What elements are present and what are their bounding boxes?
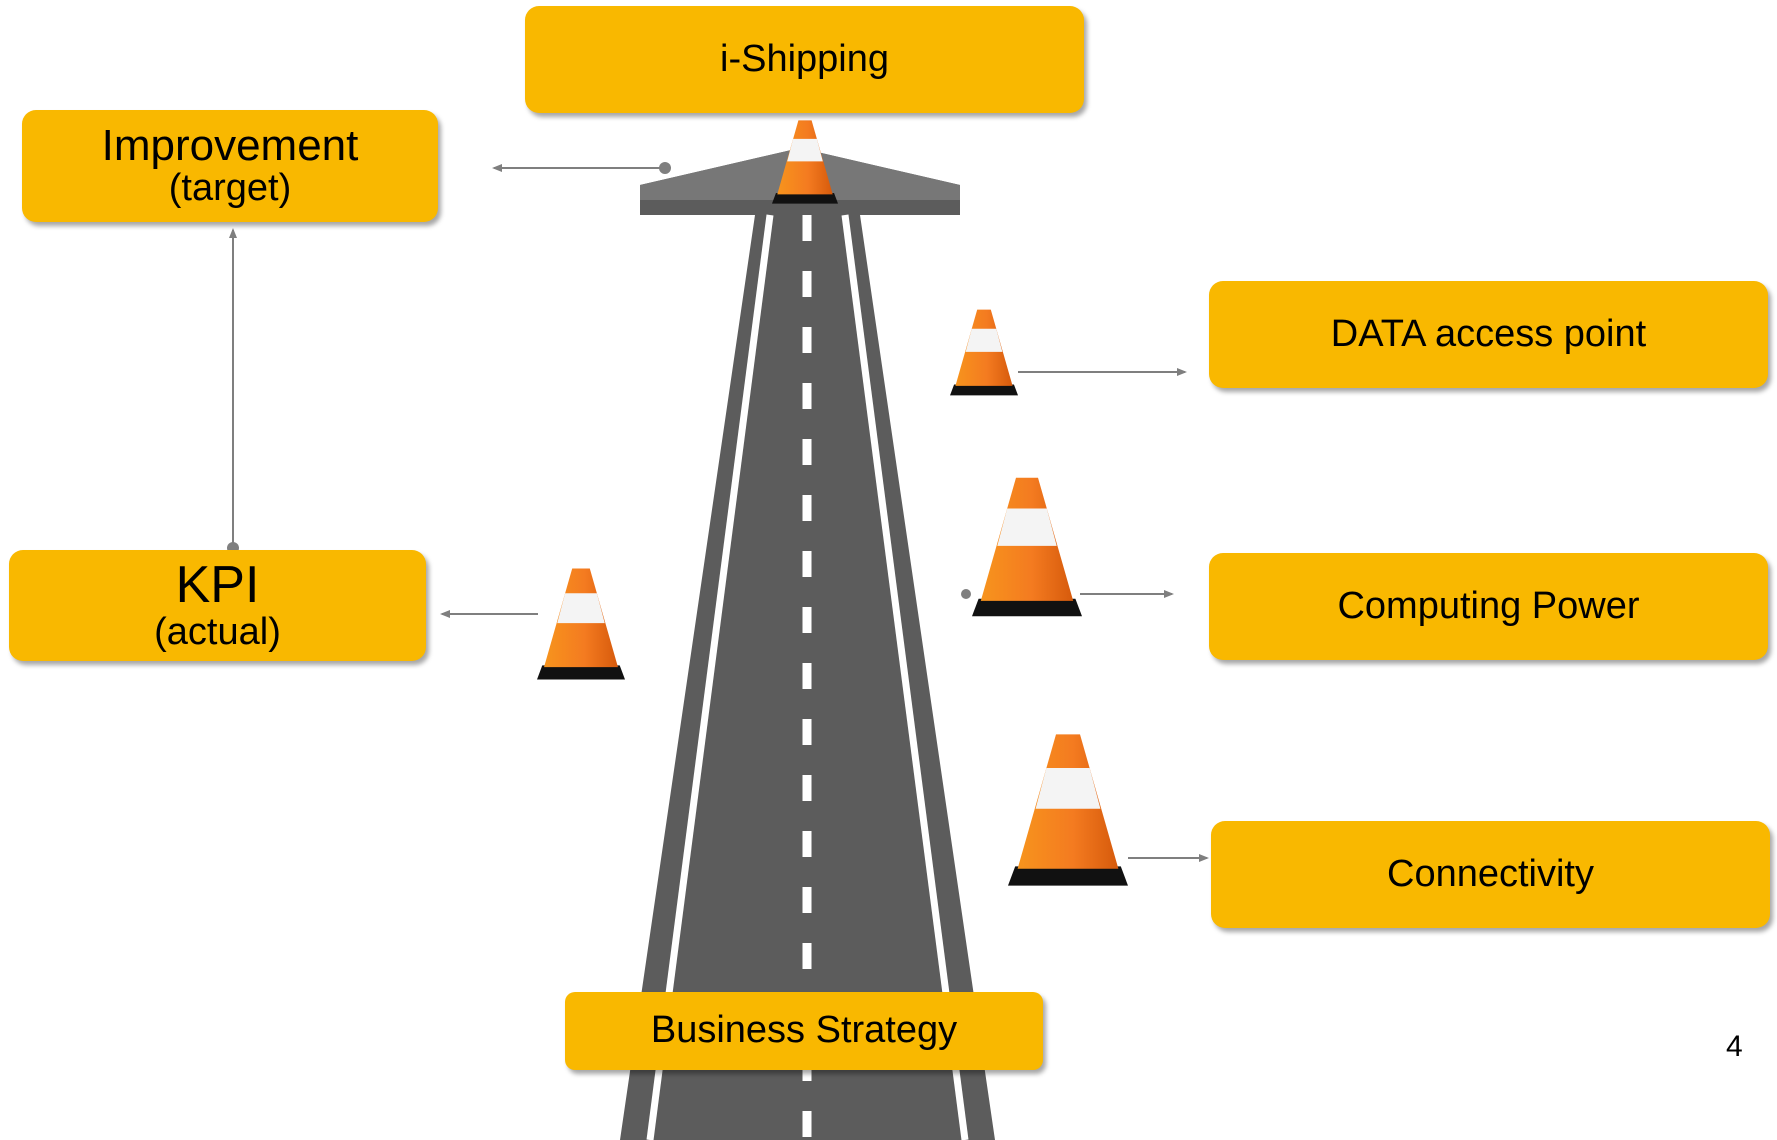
- business-strategy-box: Business Strategy: [565, 992, 1043, 1070]
- kpi-box: KPI (actual): [9, 550, 426, 661]
- improvement-label: Improvement: [101, 120, 359, 170]
- data-access-point-label: DATA access point: [1330, 312, 1647, 355]
- computing-power-label: Computing Power: [1337, 584, 1640, 627]
- computing-power-box: Computing Power: [1209, 553, 1768, 660]
- traffic-cone-icon: [950, 309, 1018, 396]
- traffic-cone-icon: [1008, 734, 1128, 886]
- business-strategy-label: Business Strategy: [650, 1009, 958, 1052]
- traffic-cone-icon: [972, 477, 1082, 617]
- kpi-label: KPI: [175, 556, 260, 615]
- traffic-cone-icon: [537, 568, 625, 680]
- improvement-box: Improvement (target): [22, 110, 438, 222]
- page-number: 4: [1726, 1030, 1743, 1063]
- kpi-sublabel: (actual): [154, 610, 281, 653]
- improvement-sublabel: (target): [168, 167, 292, 210]
- connectivity-box: Connectivity: [1211, 821, 1770, 928]
- i-shipping-box: i-Shipping: [525, 6, 1084, 113]
- connectivity-label: Connectivity: [1387, 852, 1594, 895]
- i-shipping-label: i-Shipping: [720, 37, 889, 80]
- data-access-point-box: DATA access point: [1209, 281, 1768, 388]
